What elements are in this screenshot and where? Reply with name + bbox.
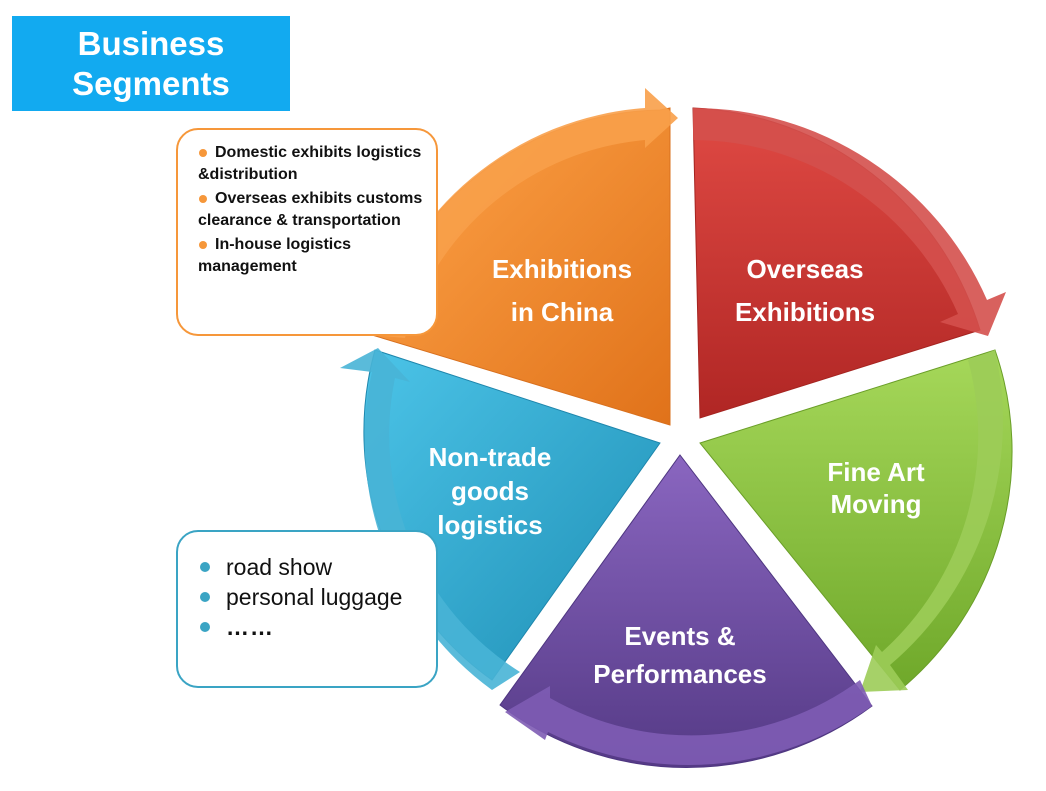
list-item: Overseas exhibits customs clearance & tr… [198,190,423,229]
bullet-icon [200,622,210,632]
arrow-overseas [693,107,1006,336]
bullet-icon [199,195,207,203]
list-item: road show [200,552,428,582]
callout-china: Domestic exhibits logistics &distributio… [176,128,438,336]
title-line-1: Business [77,24,225,62]
label-nontrade: Non-trade goods logistics [428,442,552,540]
label-events: Events & Performances [593,621,767,689]
title-box: Business Segments [12,16,290,111]
bullet-icon [200,592,210,602]
bullet-icon [199,241,207,249]
arrow-nontrade [340,348,520,690]
list-item: …… [200,612,428,642]
arrow-events [505,680,872,766]
list-item: personal luggage [200,582,428,612]
label-china: Exhibitions in China [491,254,633,327]
arrow-fineart [860,350,1003,692]
bullet-icon [200,562,210,572]
callout-nontrade: road show personal luggage …… [176,530,438,688]
label-overseas: Overseas Exhibitions [734,254,876,327]
label-fineart: Fine Art Moving [827,457,925,519]
list-item: Domestic exhibits logistics &distributio… [198,144,422,183]
list-item: In-house logistics management [198,236,352,275]
bullet-icon [199,149,207,157]
title-line-2: Segments [72,64,230,102]
